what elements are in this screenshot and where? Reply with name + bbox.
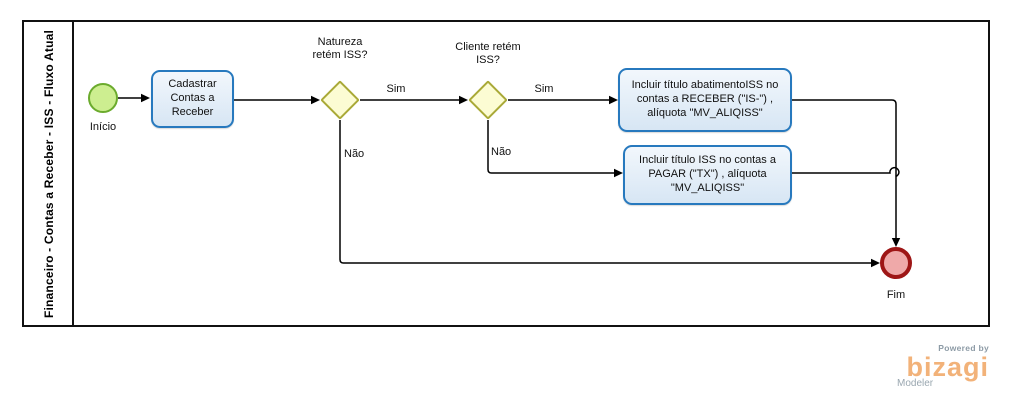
gateway-natureza-label: Natureza retém ISS? bbox=[312, 36, 368, 61]
powered-by-text: Powered by bbox=[938, 343, 989, 353]
task-incluir-titulo-receber[interactable]: Incluir título abatimentoISS no contas a… bbox=[618, 68, 792, 132]
bizagi-logo: bizagi bbox=[906, 352, 989, 382]
end-event-label: Fim bbox=[886, 289, 906, 301]
start-event[interactable] bbox=[88, 83, 118, 113]
start-event-label: Início bbox=[89, 121, 117, 133]
edge-label-natureza-sim: Sim bbox=[386, 83, 406, 95]
lane-header: Financeiro - Contas a Receber - ISS - Fl… bbox=[24, 22, 74, 325]
task-incluir-titulo-pagar[interactable]: Incluir título ISS no contas a PAGAR ("T… bbox=[623, 145, 792, 205]
bizagi-watermark: Powered by bizagi Modeler bbox=[897, 343, 989, 389]
lane-title: Financeiro - Contas a Receber - ISS - Fl… bbox=[42, 29, 56, 318]
task-cadastrar-contas-a-receber[interactable]: Cadastrar Contas a Receber bbox=[151, 70, 234, 128]
edge-label-cliente-sim: Sim bbox=[534, 83, 554, 95]
gateway-cliente-label: Cliente retém ISS? bbox=[455, 41, 521, 66]
edge-label-cliente-nao: Não bbox=[491, 146, 512, 158]
end-event[interactable] bbox=[880, 247, 912, 279]
edge-label-natureza-nao: Não bbox=[344, 148, 365, 160]
modeler-text: Modeler bbox=[897, 378, 934, 390]
